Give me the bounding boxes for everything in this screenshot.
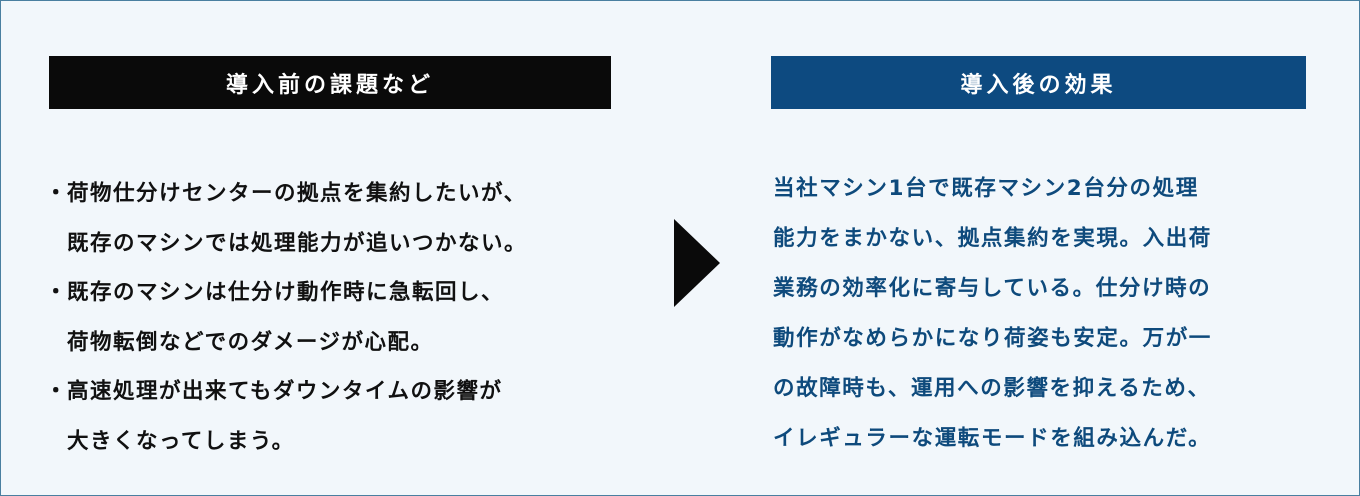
line: 動作がなめらかになり荷姿も安定。万が一	[773, 326, 1212, 351]
after-header: 導入後の効果	[771, 56, 1306, 109]
line: 既存のマシンは仕分け動作時に急転回し、	[67, 280, 505, 305]
bullet: ・	[45, 280, 69, 305]
line: 能力をまかない、拠点集約を実現。入出荷	[773, 226, 1212, 251]
line: 大きくなってしまう。	[67, 428, 295, 454]
bullet: ・	[45, 379, 69, 404]
triangle-right-icon	[674, 219, 720, 307]
before-header: 導入前の課題など	[49, 56, 611, 109]
before-list: ・荷物仕分けセンターの拠点を集約したいが、既存のマシンでは処理能力が追いつかない…	[45, 169, 527, 466]
line: 高速処理が出来てもダウンタイムの影響が	[67, 379, 503, 404]
line: の故障時も、運用への影響を抑えるため、	[773, 376, 1211, 401]
line: 当社マシン1台で既存マシン2台分の処理	[773, 176, 1199, 201]
list-item: ・既存のマシンは仕分け動作時に急転回し、荷物転倒などでのダメージが心配。	[45, 268, 527, 367]
list-item: ・荷物仕分けセンターの拠点を集約したいが、既存のマシンでは処理能力が追いつかない…	[45, 169, 527, 268]
after-text: 当社マシン1台で既存マシン2台分の処理 能力をまかない、拠点集約を実現。入出荷 …	[773, 164, 1212, 464]
bullet: ・	[45, 181, 69, 206]
list-item: ・高速処理が出来てもダウンタイムの影響が大きくなってしまう。	[45, 367, 527, 466]
line: イレギュラーな運転モードを組み込んだ。	[773, 426, 1212, 451]
line: 荷物仕分けセンターの拠点を集約したいが、	[67, 181, 527, 206]
line: 業務の効率化に寄与している。仕分け時の	[773, 276, 1212, 301]
line: 既存のマシンでは処理能力が追いつかない。	[67, 230, 528, 256]
line: 荷物転倒などでのダメージが心配。	[67, 329, 434, 355]
